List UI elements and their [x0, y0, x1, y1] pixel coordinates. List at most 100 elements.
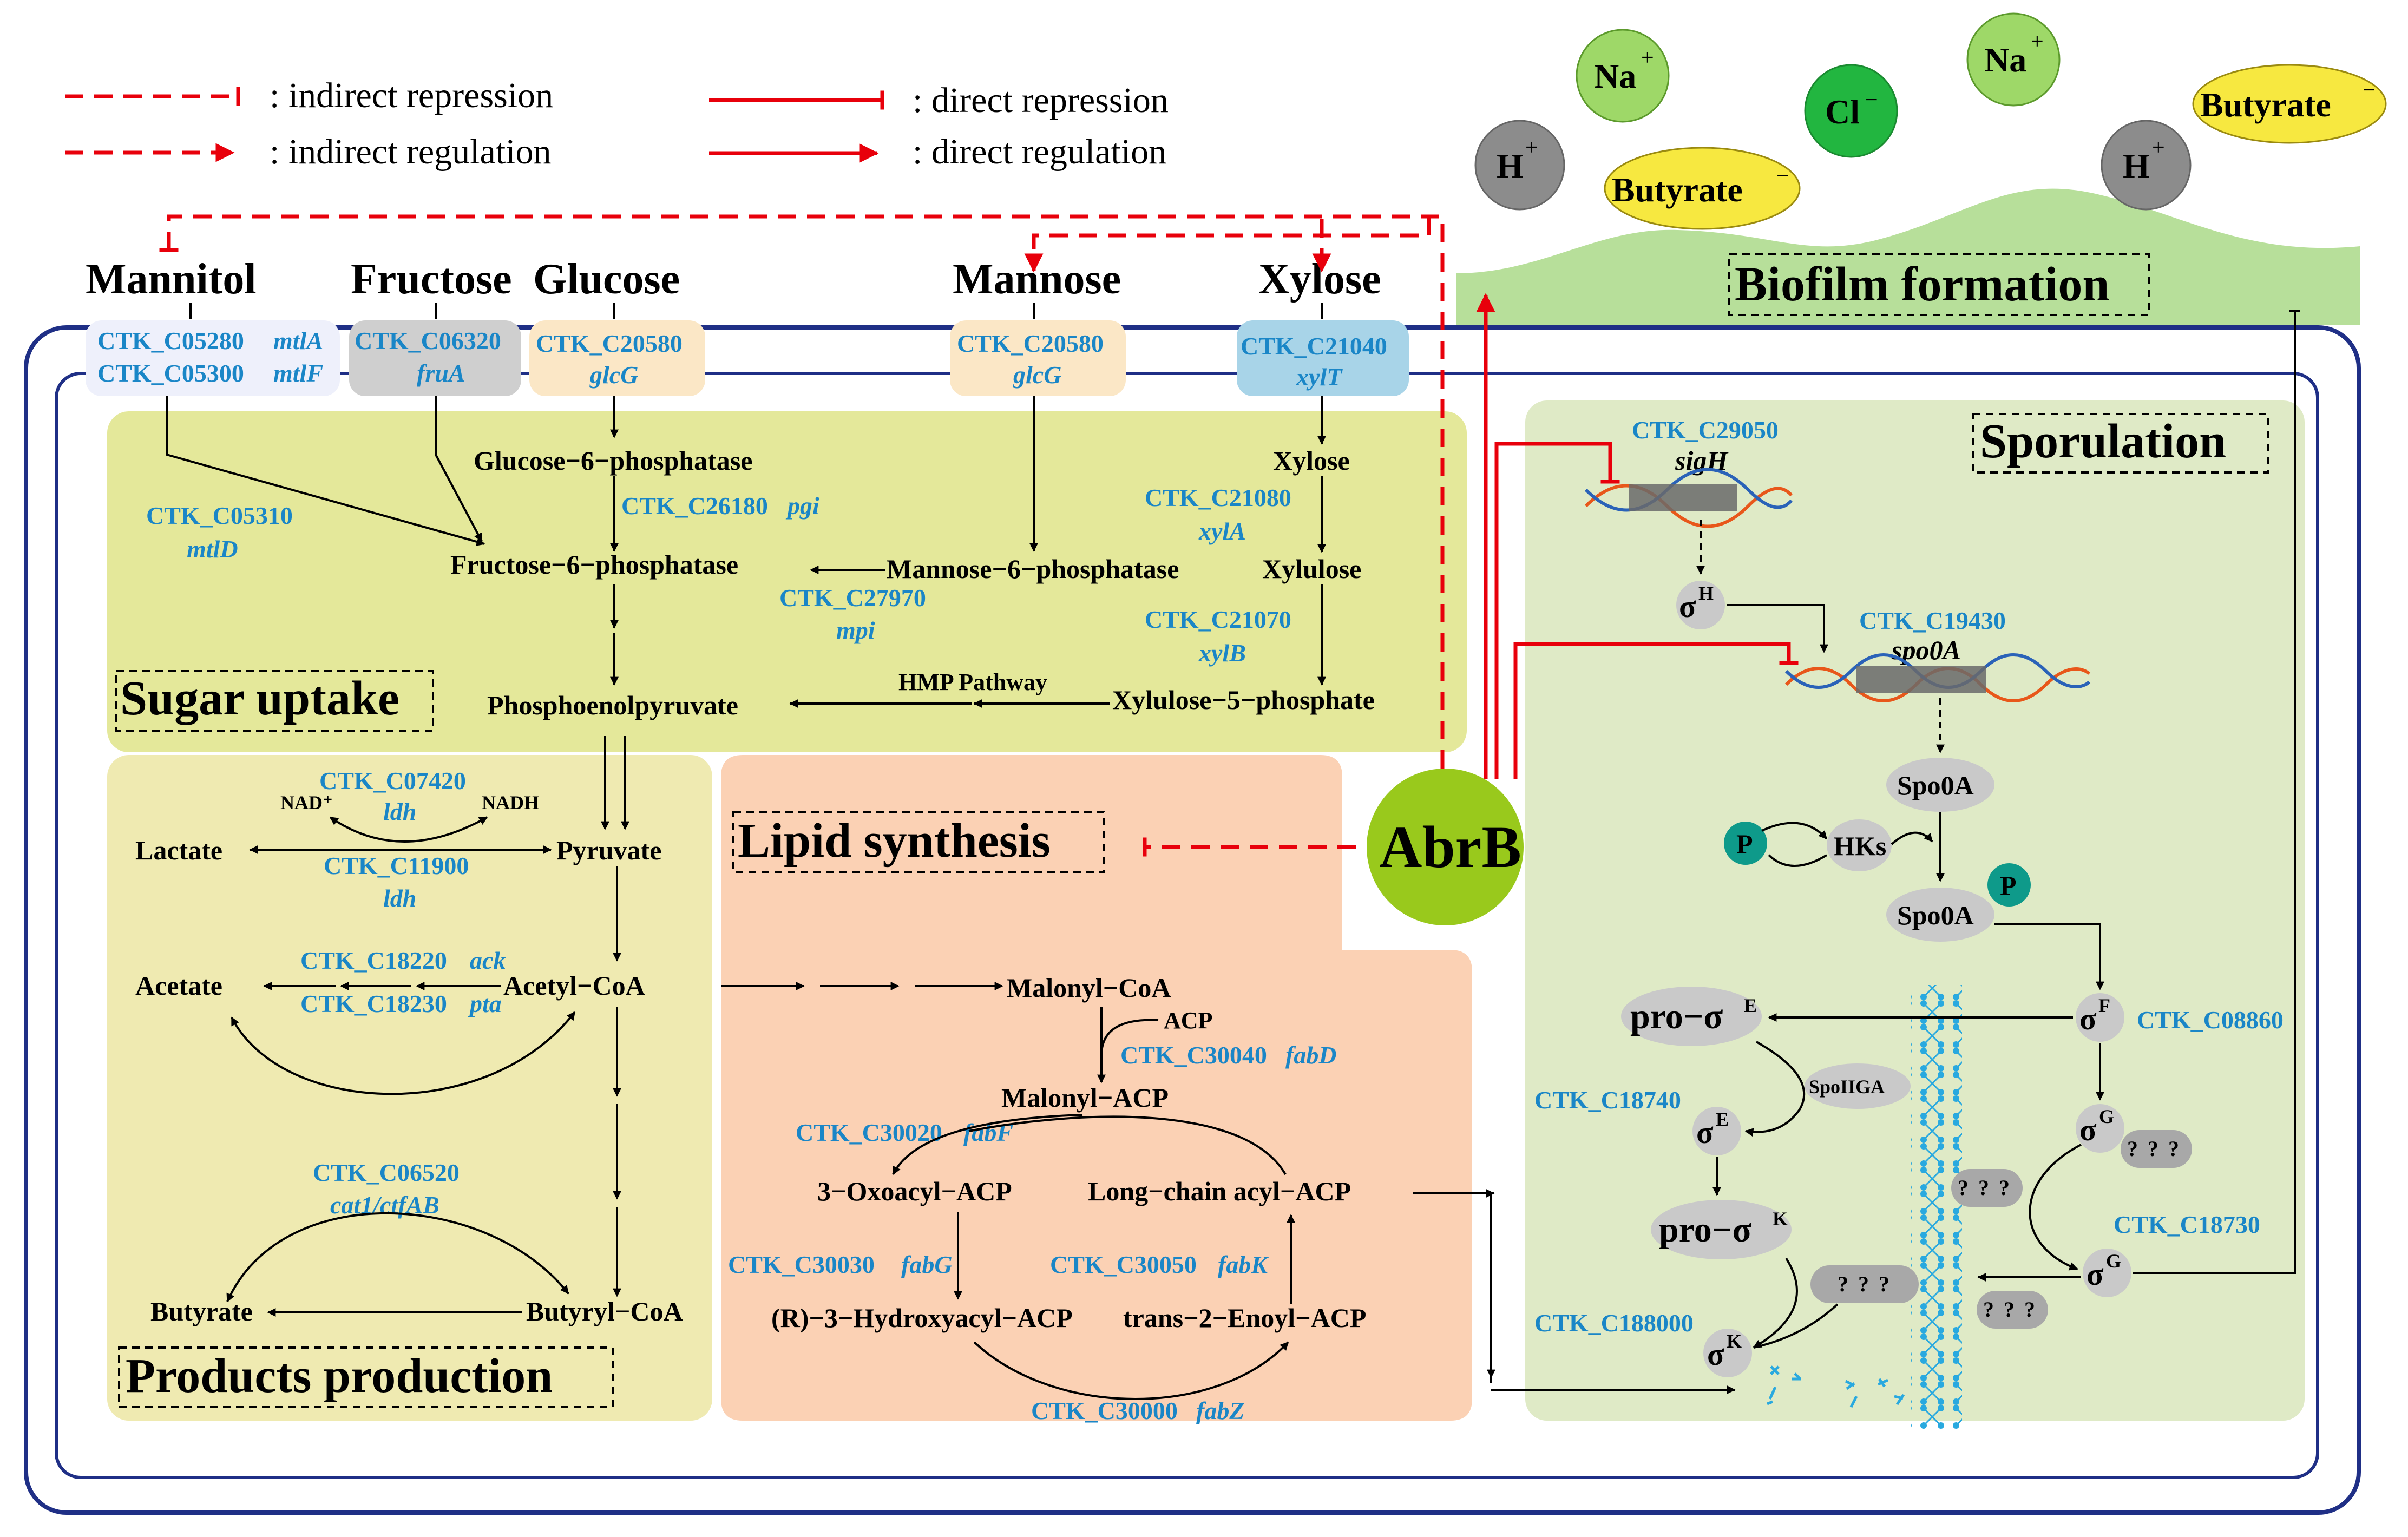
svg-text:Spo0A: Spo0A — [1897, 900, 1974, 930]
svg-text:Na: Na — [1984, 41, 2026, 79]
svg-text:NADH: NADH — [482, 792, 539, 813]
svg-text:glcG: glcG — [1013, 361, 1061, 389]
lipid-text: Malonyl−CoA ACP CTK_C30040 fabD Malonyl−… — [728, 973, 1366, 1424]
sigma-f: σ F — [2076, 993, 2124, 1042]
inner-cell-membrane — [55, 372, 2319, 1479]
svg-text:Acetyl−CoA: Acetyl−CoA — [503, 970, 645, 1001]
svg-text:SpoIIGA: SpoIIGA — [1809, 1076, 1885, 1098]
svg-text:Spo0A: Spo0A — [1897, 770, 1974, 800]
sigma-e: σ E — [1692, 1107, 1741, 1155]
sugar-mannitol: Mannitol — [86, 255, 257, 303]
svg-text:trans−2−Enoyl−ACP: trans−2−Enoyl−ACP — [1123, 1303, 1366, 1333]
biofilm-formation-label: Biofilm formation — [1728, 253, 2150, 316]
transporter-mannose: CTK_C20580 glcG — [950, 320, 1126, 396]
svg-text:+: + — [1525, 135, 1538, 160]
svg-text:G: G — [2099, 1106, 2114, 1127]
svg-text:fabZ: fabZ — [1196, 1397, 1244, 1424]
svg-text:P: P — [1736, 829, 1753, 859]
svg-text:Sporulation: Sporulation — [1980, 415, 2226, 468]
svg-text:HMP Pathway: HMP Pathway — [898, 669, 1047, 695]
svg-text:Butyrate: Butyrate — [150, 1296, 253, 1326]
sigma-k: σ K — [1703, 1329, 1752, 1377]
biofilm-layer — [1456, 188, 2360, 325]
sporulation-label: Sporulation — [1972, 413, 2269, 474]
pro-sigma-e: pro−σ E — [1621, 987, 1762, 1046]
histidine-kinases: HKs — [1827, 819, 1892, 871]
svg-text:Na: Na — [1594, 57, 1636, 95]
sige-gene-id: CTK_C18740 — [1534, 1086, 1681, 1114]
svg-text:K: K — [1727, 1330, 1742, 1352]
svg-text:pgi: pgi — [785, 492, 819, 520]
svg-text:E: E — [1716, 1108, 1729, 1130]
transporter-fructose: CTK_C06320 fruA — [349, 320, 521, 396]
spoiiga: SpoIIGA — [1805, 1063, 1911, 1109]
spo0a-phosphorylated: Spo0A — [1886, 888, 1994, 942]
svg-text:+: + — [2152, 135, 2165, 160]
svg-text:σ: σ — [1679, 589, 1696, 624]
transporter-mannitol: CTK_C05280 mtlA CTK_C05300 mtlF — [86, 320, 340, 396]
svg-text:CTK_C05280: CTK_C05280 — [97, 327, 244, 354]
sugar-mannose: Mannose — [953, 255, 1121, 303]
svg-text:CTK_C21040: CTK_C21040 — [1241, 332, 1387, 360]
svg-text:cat1/ctfAB: cat1/ctfAB — [330, 1191, 439, 1219]
svg-text:Mannose−6−phosphatase: Mannose−6−phosphatase — [887, 554, 1179, 584]
svg-text:(R)−3−Hydroxyacyl−ACP: (R)−3−Hydroxyacyl−ACP — [771, 1303, 1073, 1333]
abrb-regulates-mannose — [1024, 216, 1431, 273]
svg-text:? ? ?: ? ? ? — [1958, 1175, 2012, 1200]
ion-na-2: Na + — [1966, 12, 2061, 107]
unknown-factor-1: ? ? ? — [2121, 1130, 2192, 1168]
svg-text:Xylulose: Xylulose — [1262, 554, 1361, 584]
svg-text:Sugar uptake: Sugar uptake — [120, 672, 399, 725]
svg-text:CTK_C11900: CTK_C11900 — [324, 852, 469, 879]
svg-text:CTK_C19430: CTK_C19430 — [1859, 607, 2006, 634]
pro-sigma-k: pro−σ K — [1651, 1200, 1792, 1259]
legend: : indirect repression : indirect regulat… — [65, 76, 1169, 172]
svg-text:H: H — [1698, 582, 1714, 604]
legend-indirect-repression: : indirect repression — [270, 76, 553, 115]
sugar-xylose: Xylose — [1258, 255, 1381, 303]
svg-text:CTK_C20580: CTK_C20580 — [957, 330, 1104, 357]
svg-text:H: H — [1497, 147, 1524, 185]
svg-text:Biofilm formation: Biofilm formation — [1735, 258, 2109, 311]
abrb-represses-mannitol — [159, 214, 1445, 768]
svg-text:Butyrate: Butyrate — [1612, 170, 1743, 209]
legend-direct-repression: : direct repression — [913, 81, 1169, 120]
svg-text:Butyrate: Butyrate — [2200, 86, 2331, 124]
svg-text:Products production: Products production — [126, 1349, 553, 1403]
regulation-edges — [159, 214, 1799, 857]
legend-direct-regulation: : direct regulation — [913, 132, 1166, 172]
svg-text:ACP: ACP — [1164, 1007, 1212, 1034]
abrb-regulator: AbrB — [1367, 768, 1524, 925]
sigf-gene-id: CTK_C08860 — [2137, 1006, 2284, 1034]
legend-indirect-regulation: : indirect regulation — [270, 132, 552, 172]
svg-text:fabD: fabD — [1285, 1041, 1337, 1069]
sugar-entry-lines — [189, 303, 1323, 319]
sugar-fructose: Fructose — [351, 255, 512, 303]
svg-text:Fructose−6−phosphatase: Fructose−6−phosphatase — [450, 549, 738, 580]
ion-h-1: H + — [1474, 120, 1565, 211]
ions: Na + Cl − Na + Butyrate − H + Butyrate − — [1474, 12, 2387, 230]
svg-text:CTK_C18220: CTK_C18220 — [300, 947, 447, 974]
svg-text:σ: σ — [2079, 1001, 2097, 1036]
svg-text:ldh: ldh — [383, 798, 416, 825]
svg-text:ldh: ldh — [383, 884, 416, 912]
svg-text:CTK_C30020: CTK_C30020 — [796, 1119, 942, 1146]
svg-text:Glucose−6−phosphatase: Glucose−6−phosphatase — [474, 445, 752, 476]
svg-text:CTK_C26180: CTK_C26180 — [621, 492, 768, 520]
svg-text:σ: σ — [1696, 1115, 1714, 1150]
svg-text:HKs: HKs — [1834, 831, 1886, 861]
ion-na-1: Na + — [1576, 29, 1670, 123]
ion-butyrate-2: Butyrate − — [1604, 147, 1801, 230]
sigk-gene-id: CTK_C188000 — [1534, 1309, 1694, 1337]
phosphate-1: P — [1724, 822, 1767, 865]
svg-text:fabF: fabF — [963, 1119, 1013, 1146]
svg-text:Long−chain acyl−ACP: Long−chain acyl−ACP — [1088, 1176, 1351, 1206]
svg-text:? ? ?: ? ? ? — [1838, 1272, 1892, 1296]
svg-text:Malonyl−CoA: Malonyl−CoA — [1007, 973, 1171, 1003]
svg-text:CTK_C30030: CTK_C30030 — [728, 1251, 875, 1278]
lipid-synthesis-panel — [721, 755, 1472, 1421]
svg-text:pro−σ: pro−σ — [1630, 997, 1723, 1036]
sigma-g-1: σ G — [2076, 1104, 2124, 1153]
svg-text:xylB: xylB — [1198, 639, 1246, 667]
ion-cl: Cl − — [1804, 64, 1898, 158]
